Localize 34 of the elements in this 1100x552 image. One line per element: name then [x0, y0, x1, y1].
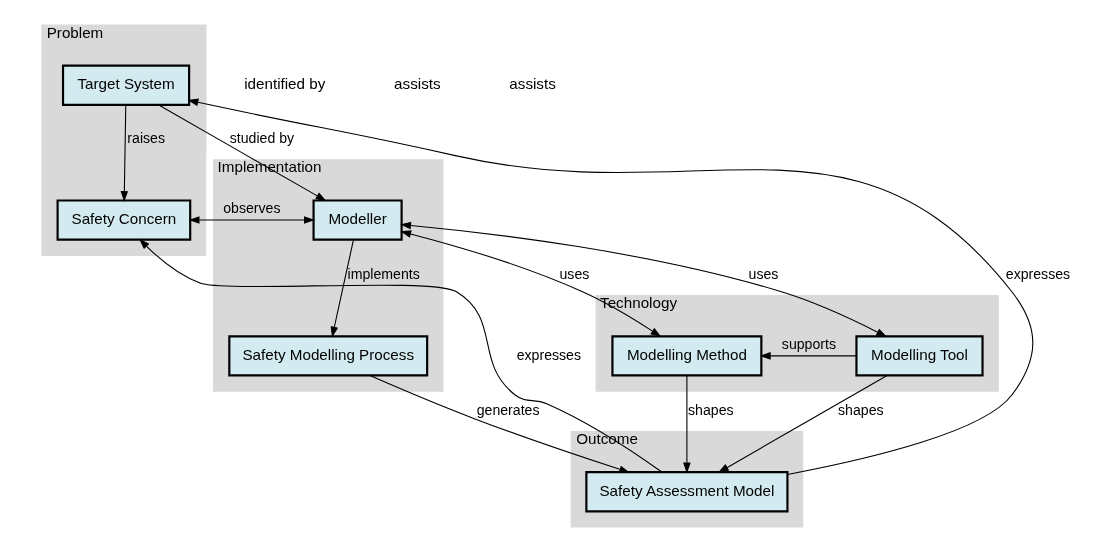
edge-label: uses	[748, 266, 778, 283]
arrow	[717, 375, 888, 473]
edge-label: supports	[781, 335, 836, 352]
arrow	[682, 375, 691, 474]
node-box: Safety Assessment Model	[584, 471, 789, 513]
node-box: Safety Concern	[56, 199, 191, 241]
arrow	[399, 221, 887, 337]
label: identified by	[243, 75, 325, 93]
node-box: Modeller	[311, 199, 403, 241]
arrow	[138, 238, 662, 473]
arrow	[759, 352, 857, 360]
edge-label: generates	[476, 402, 539, 419]
arrow	[399, 230, 661, 337]
edge-label: expresses	[516, 346, 581, 363]
arrow	[188, 216, 315, 224]
node-box: Modelling Tool	[854, 335, 984, 377]
edge-label: shapes	[837, 402, 884, 419]
node-box: Modelling Method	[610, 335, 762, 377]
arrow	[187, 98, 1033, 475]
label: assists	[393, 75, 441, 93]
edge-label: expresses	[1005, 266, 1070, 283]
edge-label: observes	[222, 199, 281, 216]
node-box: Safety Modelling Process	[227, 335, 428, 377]
edge-label: raises	[126, 130, 165, 147]
edge-label: implements	[347, 266, 420, 283]
arrow	[120, 104, 128, 202]
edge-label: uses	[559, 266, 589, 283]
edge-label: shapes	[687, 402, 734, 419]
arrow	[157, 104, 326, 202]
arrow	[330, 239, 354, 338]
label: assists	[508, 75, 556, 93]
edge-label: studied by	[229, 130, 294, 147]
arrow	[368, 375, 630, 473]
node-box: Target System	[61, 64, 190, 106]
